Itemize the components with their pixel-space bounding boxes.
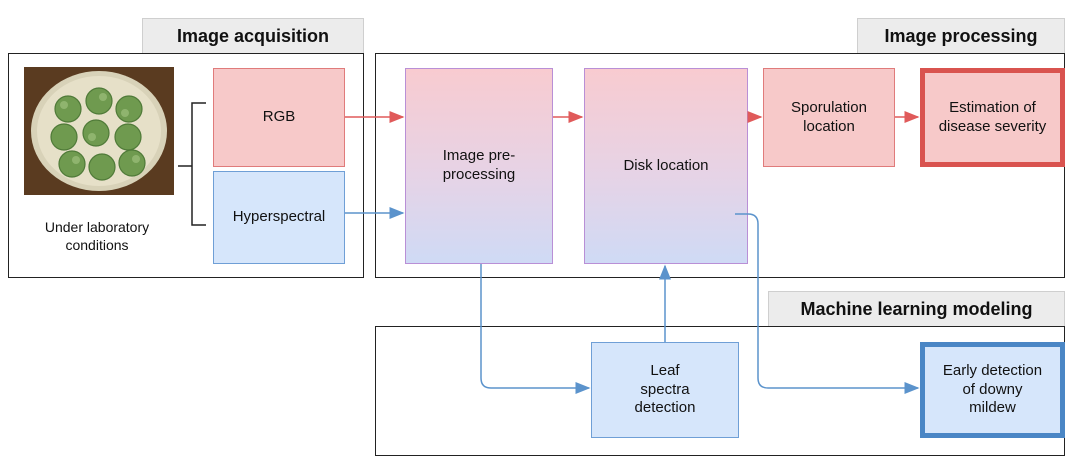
acquisition-bracket — [178, 102, 206, 226]
early-detection-label: Early detection of downy mildew — [942, 361, 1043, 417]
rgb-box: RGB — [213, 68, 345, 167]
petri-dish-image — [24, 67, 174, 195]
disk-location-box: Disk location — [584, 68, 748, 264]
hyperspectral-box: Hyperspectral — [213, 171, 345, 264]
estimation-severity-label: Estimation of disease severity — [938, 98, 1047, 135]
image-acquisition-title: Image acquisition — [142, 18, 364, 54]
sporulation-location-label: Sporulation location — [791, 98, 867, 135]
sporulation-location-box: Sporulation location — [763, 68, 895, 167]
acquisition-caption: Under laboratory conditions — [44, 219, 150, 254]
early-detection-box: Early detection of downy mildew — [920, 342, 1065, 438]
machine-learning-title: Machine learning modeling — [768, 291, 1065, 327]
preprocessing-to-leaf-spectra-arrow — [480, 264, 591, 394]
estimation-severity-box: Estimation of disease severity — [920, 68, 1065, 167]
leaf-spectra-detection-label: Leaf spectra detection — [634, 361, 696, 417]
disk-to-early-detection-arrow — [735, 213, 920, 394]
image-preprocessing-box: Image pre-processing — [405, 68, 553, 264]
leaf-spectra-detection-box: Leaf spectra detection — [591, 342, 739, 438]
image-preprocessing-label: Image pre-processing — [442, 147, 516, 183]
